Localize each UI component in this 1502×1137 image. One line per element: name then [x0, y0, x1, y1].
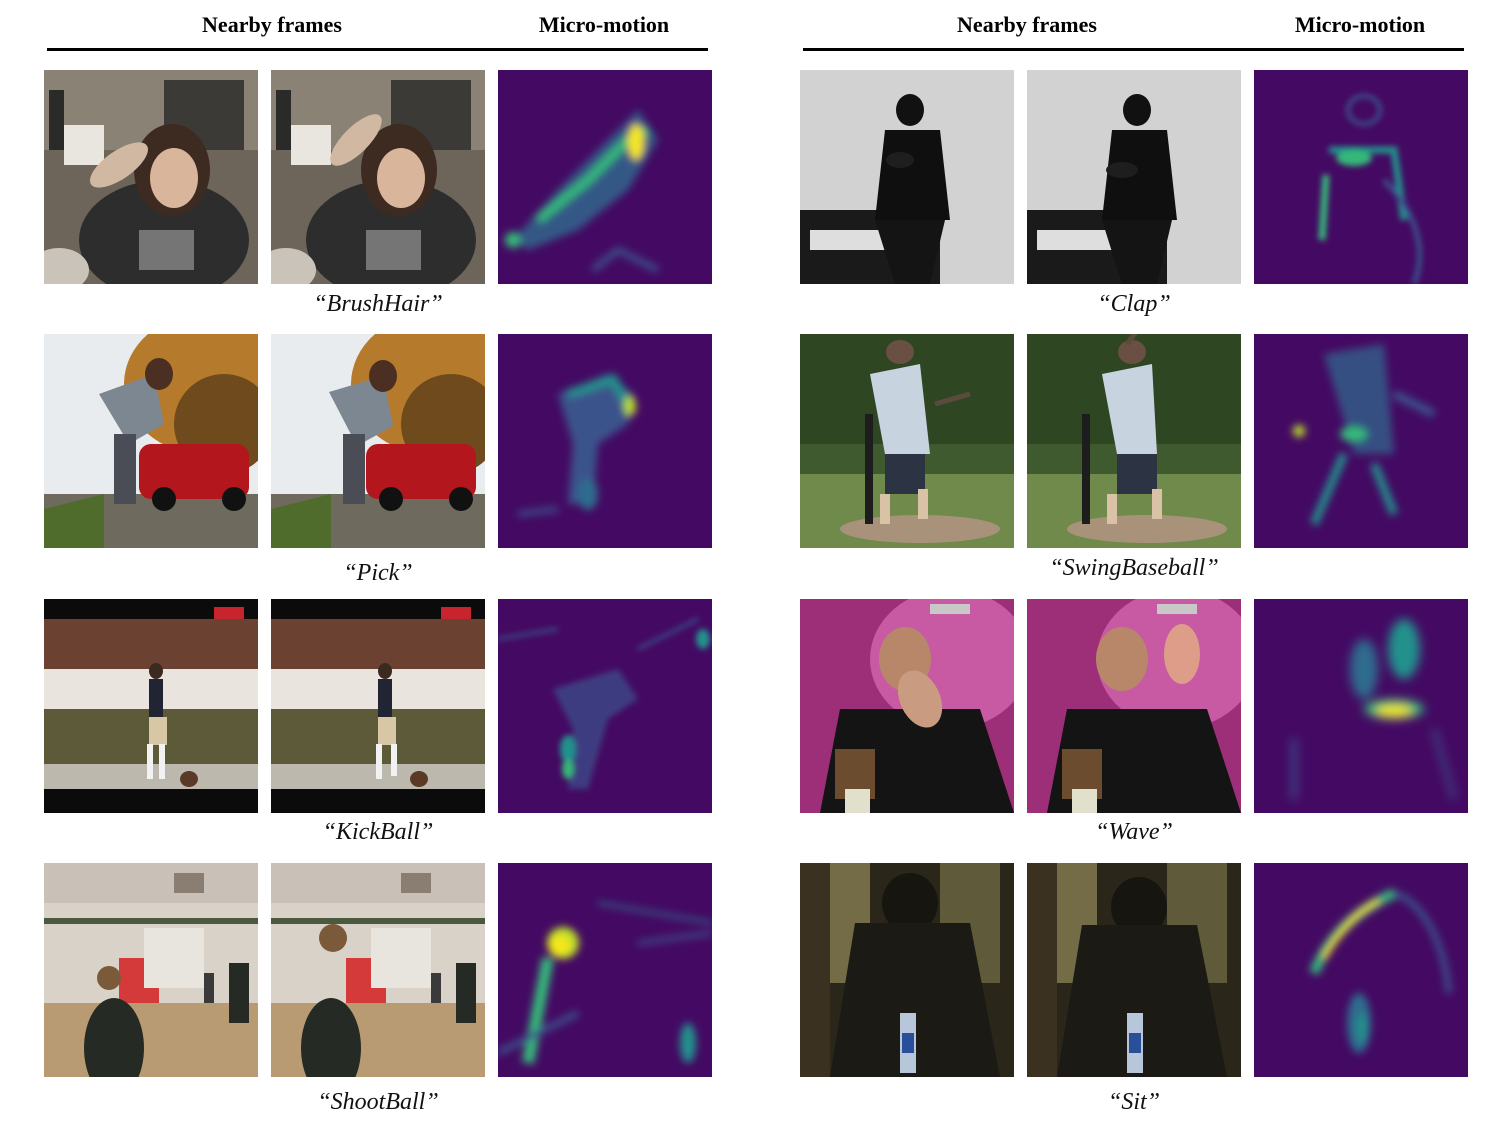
swingbaseball-frame-2 [1027, 334, 1241, 548]
kickball-frame-2 [271, 599, 485, 813]
pick-caption: “Pick” [343, 560, 413, 586]
sit-caption: “Sit” [1107, 1089, 1161, 1115]
wave-caption: “Wave” [1095, 819, 1173, 845]
swingbaseball-caption: “SwingBaseball” [1049, 555, 1219, 581]
right-micro-motion-header: Micro-motion [1294, 12, 1426, 37]
pick-frame-2 [271, 334, 485, 548]
kickball-micro-motion-heatmap [498, 599, 712, 813]
wave-frame-1 [800, 599, 1014, 813]
wave-micro-motion-heatmap [1254, 599, 1468, 813]
swingbaseball-micro-motion-heatmap [1254, 334, 1468, 548]
clap-frame-1 [800, 70, 1014, 284]
brushhair-micro-motion-heatmap [498, 70, 712, 284]
sit-micro-motion-heatmap [1254, 863, 1468, 1077]
pick-micro-motion-heatmap [498, 334, 712, 548]
kickball-frame-1 [44, 599, 258, 813]
sit-frame-2 [1027, 863, 1241, 1077]
right-header-rule [803, 48, 1464, 51]
left-nearby-frames-header: Nearby frames [202, 12, 342, 37]
shootball-caption: “ShootBall” [317, 1089, 439, 1115]
brushhair-frame-2 [271, 70, 485, 284]
clap-caption: “Clap” [1097, 291, 1171, 317]
wave-frame-2 [1027, 599, 1241, 813]
pick-frame-1 [44, 334, 258, 548]
sit-frame-1 [800, 863, 1014, 1077]
clap-micro-motion-heatmap [1254, 70, 1468, 284]
shootball-frame-1 [44, 863, 258, 1077]
shootball-micro-motion-heatmap [498, 863, 712, 1077]
kickball-caption: “KickBall” [322, 819, 434, 845]
brushhair-frame-1 [44, 70, 258, 284]
shootball-frame-2 [271, 863, 485, 1077]
brushhair-caption: “BrushHair” [313, 291, 443, 317]
right-nearby-frames-header: Nearby frames [957, 12, 1097, 37]
clap-frame-2 [1027, 70, 1241, 284]
swingbaseball-frame-1 [800, 334, 1014, 548]
left-header-rule [47, 48, 708, 51]
left-micro-motion-header: Micro-motion [538, 12, 670, 37]
